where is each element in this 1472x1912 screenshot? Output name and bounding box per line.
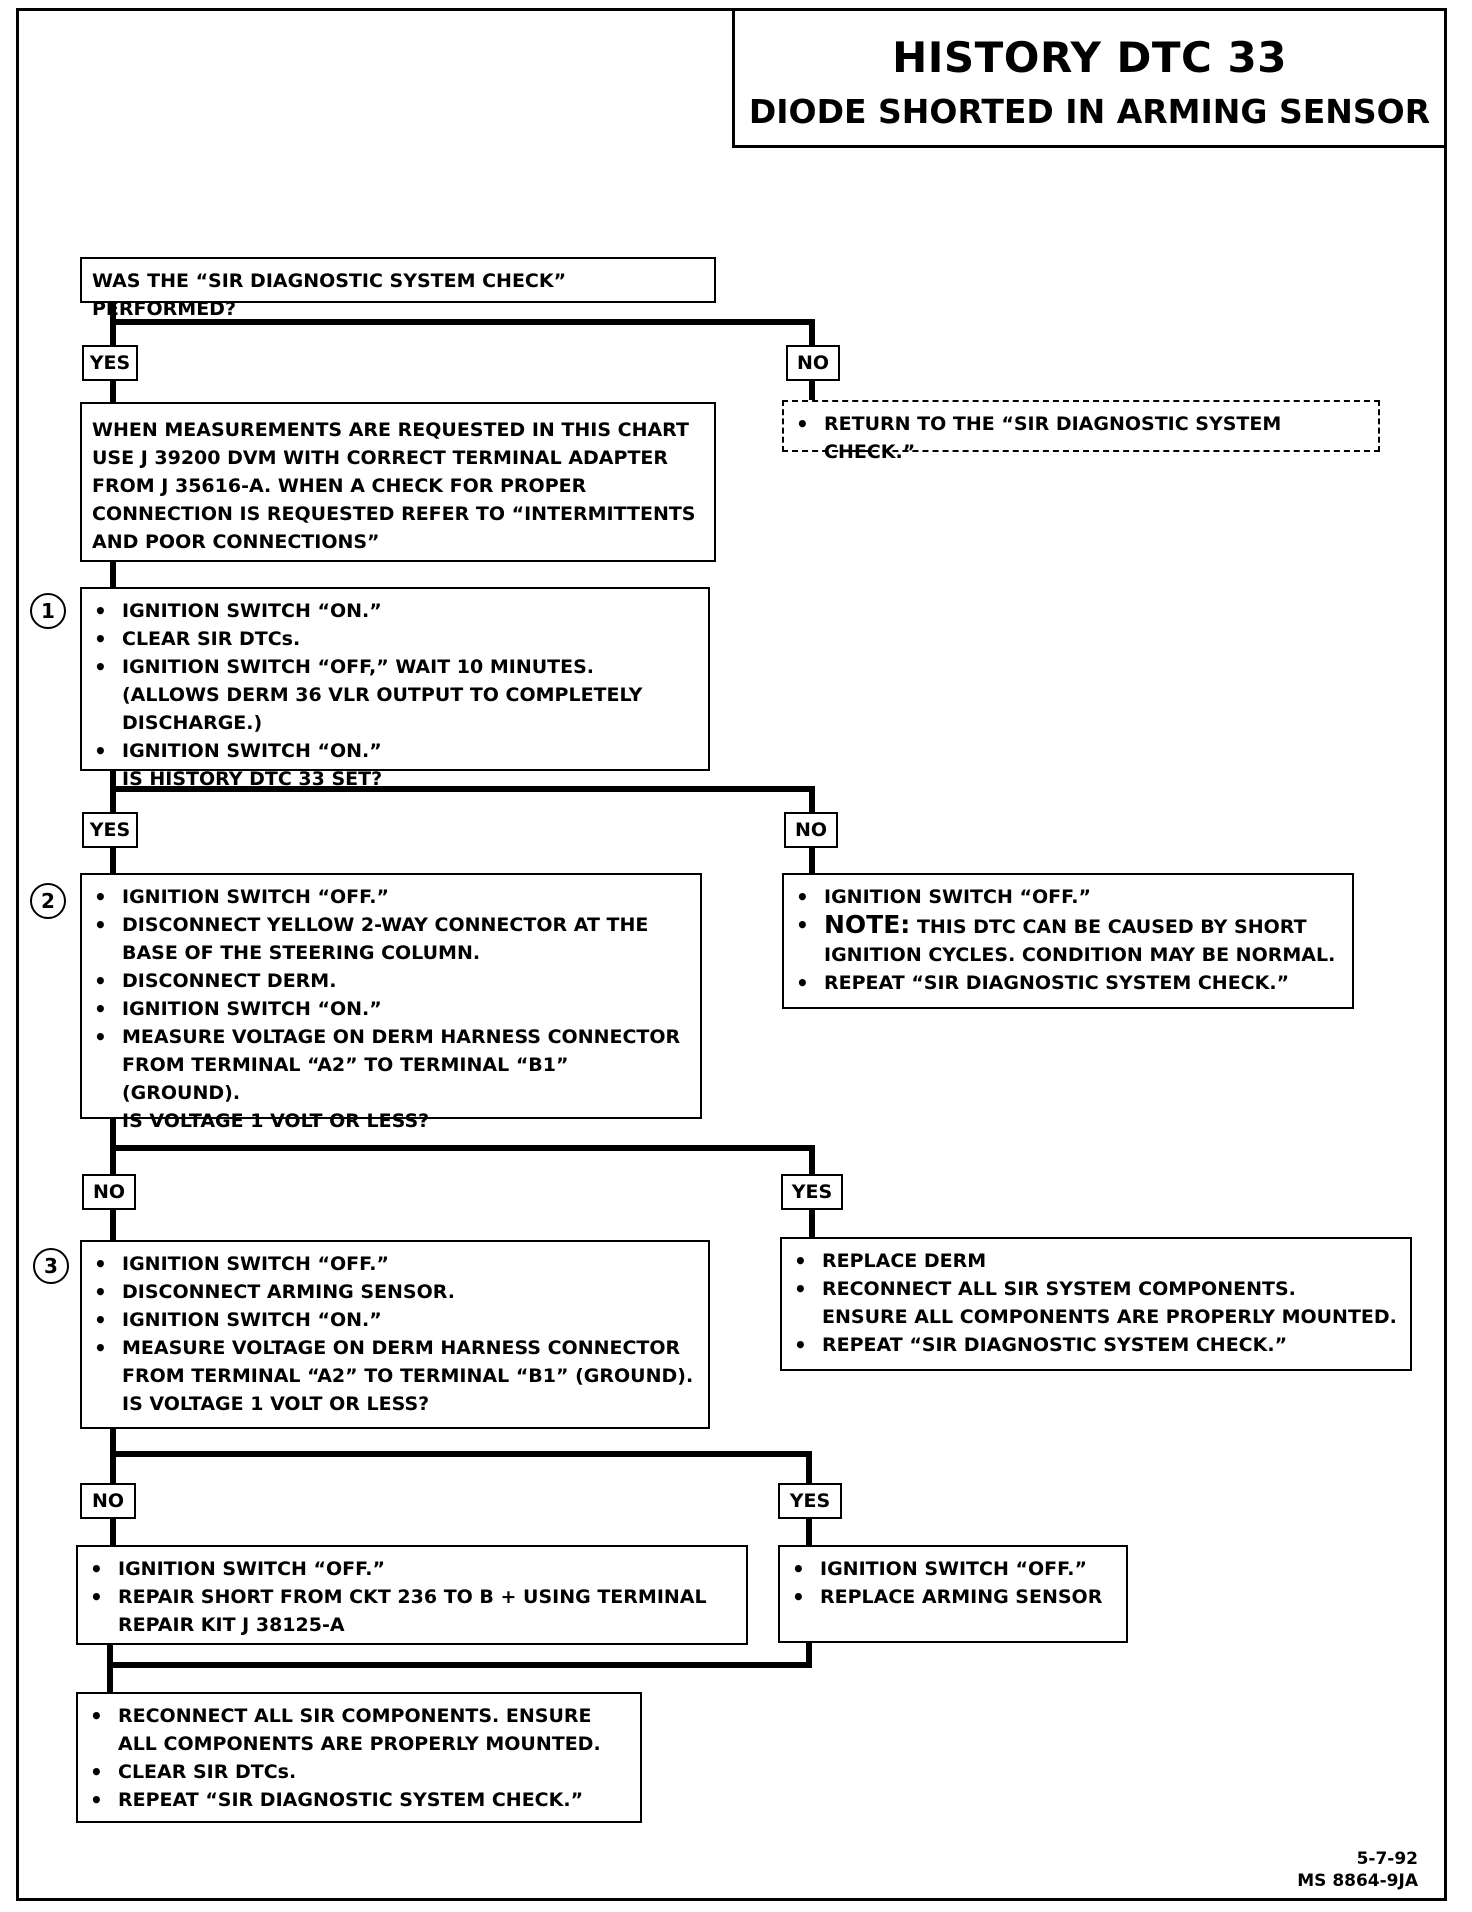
intro-instructions-box: WHEN MEASUREMENTS ARE REQUESTED IN THIS … [80, 402, 716, 562]
no-label: NO [784, 812, 838, 848]
step-2-box: IGNITION SWITCH “OFF.” DISCONNECT YELLOW… [80, 873, 702, 1132]
list-item: REPEAT “SIR DIAGNOSTIC SYSTEM CHECK.” [792, 1331, 1400, 1359]
footer-date: 5-7-92 [1356, 1849, 1418, 1869]
step-3-box: IGNITION SWITCH “OFF.” DISCONNECT ARMING… [80, 1240, 710, 1429]
step-number-1: 1 [30, 593, 66, 629]
footer-code: MS 8864-9JA [1297, 1871, 1418, 1891]
page-border [16, 8, 1447, 1901]
step-question: IS VOLTAGE 1 VOLT OR LESS? [122, 1393, 430, 1415]
yes-label: YES [82, 345, 138, 381]
question-sir-check: WAS THE “SIR DIAGNOSTIC SYSTEM CHECK” PE… [80, 257, 716, 320]
list-item: DISCONNECT ARMING SENSOR. [92, 1278, 698, 1306]
list-item: IGNITION SWITCH “OFF.” [92, 883, 690, 911]
item-text: MEASURE VOLTAGE ON DERM HARNESS CONNECTO… [122, 1337, 694, 1387]
step-number-3: 3 [33, 1248, 69, 1284]
item-text: MEASURE VOLTAGE ON DERM HARNESS CONNECTO… [122, 1026, 681, 1104]
replace-arming-sensor-box: IGNITION SWITCH “OFF.” REPLACE ARMING SE… [778, 1545, 1128, 1643]
page-subtitle: DIODE SHORTED IN ARMING SENSOR [748, 92, 1431, 131]
list-item: REPLACE ARMING SENSOR [790, 1583, 1116, 1611]
history-not-set-box: IGNITION SWITCH “OFF.” NOTE: THIS DTC CA… [782, 873, 1354, 1009]
list-item: REPLACE DERM [792, 1247, 1400, 1275]
replace-derm-box: REPLACE DERM RECONNECT ALL SIR SYSTEM CO… [780, 1237, 1412, 1371]
return-to-check-box: RETURN TO THE “SIR DIAGNOSTIC SYSTEM CHE… [782, 400, 1380, 463]
list-item: IGNITION SWITCH “OFF.” [794, 883, 1342, 911]
no-label: NO [786, 345, 840, 381]
list-item: MEASURE VOLTAGE ON DERM HARNESS CONNECTO… [92, 1023, 690, 1135]
list-item: IGNITION SWITCH “OFF,” WAIT 10 MINUTES. … [92, 653, 698, 737]
list-item: IGNITION SWITCH “ON.” [92, 597, 698, 625]
list-item: IGNITION SWITCH “ON.” IS HISTORY DTC 33 S… [92, 737, 698, 793]
list-item: CLEAR SIR DTCs. [92, 625, 698, 653]
footer-reference: 5-7-92 MS 8864-9JA [1297, 1848, 1418, 1892]
no-label: NO [82, 1174, 136, 1210]
question-text: WAS THE “SIR DIAGNOSTIC SYSTEM CHECK” PE… [92, 270, 567, 320]
item-subtext: ENSURE ALL COMPONENTS ARE PROPERLY MOUNT… [822, 1306, 1397, 1328]
repair-short-box: IGNITION SWITCH “OFF.” REPAIR SHORT FROM… [76, 1545, 748, 1645]
list-item: IGNITION SWITCH “ON.” [92, 995, 690, 1023]
item-text: RECONNECT ALL SIR SYSTEM COMPONENTS. [822, 1278, 1296, 1300]
yes-label: YES [781, 1174, 843, 1210]
step-question: IS HISTORY DTC 33 SET? [122, 768, 383, 790]
list-item: IGNITION SWITCH “OFF.” [88, 1555, 736, 1583]
list-item: RECONNECT ALL SIR COMPONENTS. ENSURE ALL… [88, 1702, 630, 1758]
list-item: DISCONNECT YELLOW 2-WAY CONNECTOR AT THE… [92, 911, 690, 967]
list-item: IGNITION SWITCH “OFF.” [790, 1555, 1116, 1583]
list-item: IGNITION SWITCH “ON.” [92, 1306, 698, 1334]
note-label: NOTE: [824, 910, 911, 939]
page-title: HISTORY DTC 33 [892, 33, 1287, 82]
step-number-2: 2 [30, 883, 66, 919]
item-text: IGNITION SWITCH “ON.” [122, 740, 382, 762]
list-item: NOTE: THIS DTC CAN BE CAUSED BY SHORT IG… [794, 911, 1342, 969]
list-item: IGNITION SWITCH “OFF.” [92, 1250, 698, 1278]
intro-text: WHEN MEASUREMENTS ARE REQUESTED IN THIS … [92, 419, 696, 553]
list-item: REPEAT “SIR DIAGNOSTIC SYSTEM CHECK.” [794, 969, 1342, 997]
list-item: RECONNECT ALL SIR SYSTEM COMPONENTS. ENSU… [792, 1275, 1400, 1331]
list-item: CLEAR SIR DTCs. [88, 1758, 630, 1786]
list-item: REPAIR SHORT FROM CKT 236 TO B + USING T… [88, 1583, 736, 1639]
list-item: MEASURE VOLTAGE ON DERM HARNESS CONNECTO… [92, 1334, 698, 1418]
note-text: THIS DTC CAN BE CAUSED BY SHORT IGNITION… [824, 916, 1336, 966]
yes-label: YES [778, 1483, 842, 1519]
list-item: REPEAT “SIR DIAGNOSTIC SYSTEM CHECK.” [88, 1786, 630, 1814]
no-label: NO [80, 1483, 136, 1519]
step-1-box: IGNITION SWITCH “ON.” CLEAR SIR DTCs. IG… [80, 587, 710, 790]
list-item: DISCONNECT DERM. [92, 967, 690, 995]
step-question: IS VOLTAGE 1 VOLT OR LESS? [122, 1110, 430, 1132]
yes-label: YES [82, 812, 138, 848]
final-reconnect-box: RECONNECT ALL SIR COMPONENTS. ENSURE ALL… [76, 1692, 642, 1823]
title-block: HISTORY DTC 33 DIODE SHORTED IN ARMING S… [732, 8, 1447, 148]
list-item: RETURN TO THE “SIR DIAGNOSTIC SYSTEM CHE… [794, 410, 1368, 466]
